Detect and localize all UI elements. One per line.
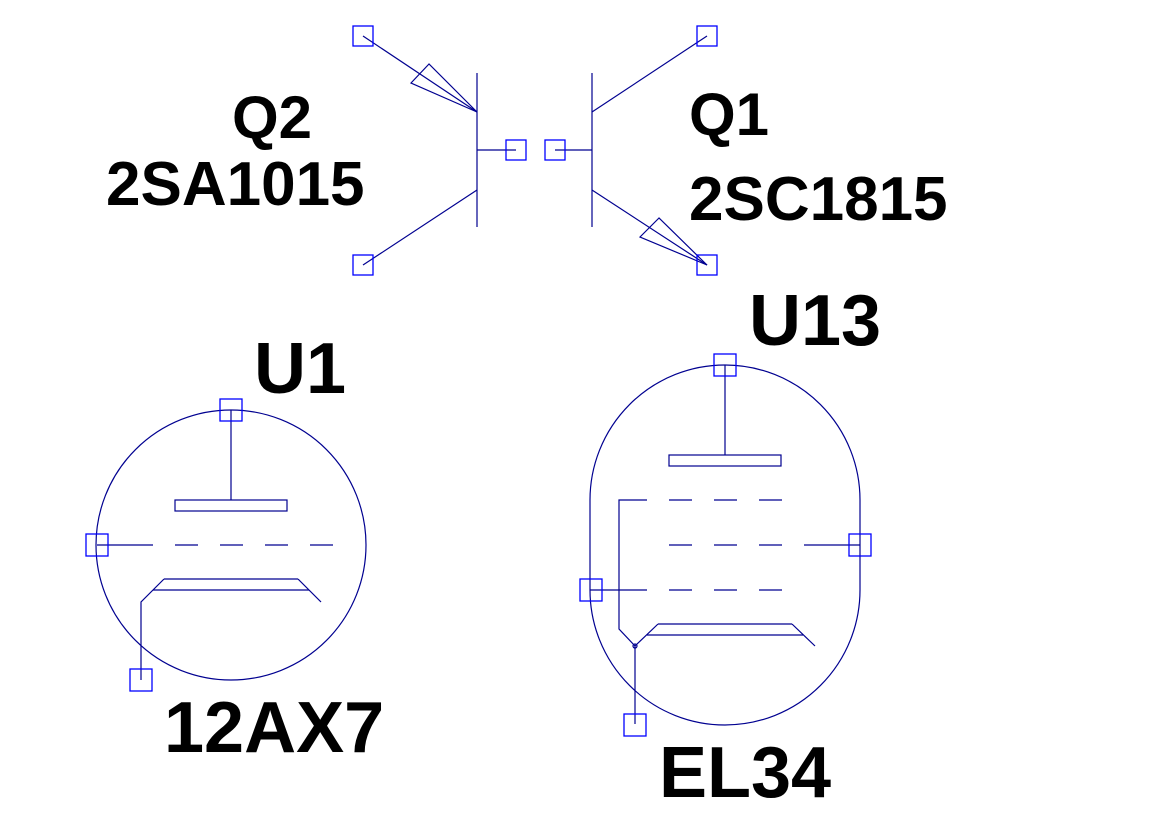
q2-value-label: 2SA1015 bbox=[106, 150, 365, 219]
q2-collector-pin[interactable] bbox=[352, 254, 374, 276]
u13-ref-label: U13 bbox=[749, 281, 881, 361]
q1-ref-label: Q1 bbox=[689, 81, 769, 148]
q1-emitter-arrow-icon bbox=[638, 217, 708, 266]
u1-plate bbox=[174, 499, 288, 512]
u1-plate-pin[interactable] bbox=[219, 398, 243, 422]
u1-cathode bbox=[140, 578, 322, 680]
q1-value-label: 2SC1815 bbox=[689, 165, 948, 234]
u13-cathode bbox=[632, 623, 816, 724]
q1-collector-pin[interactable] bbox=[696, 25, 718, 47]
u1-value-label: 12AX7 bbox=[164, 688, 384, 768]
u13-cathode-pin[interactable] bbox=[623, 713, 647, 737]
q2-emitter-arrow-icon bbox=[409, 63, 478, 113]
transistor-q1[interactable] bbox=[544, 25, 718, 276]
q2-ref-label: Q2 bbox=[232, 84, 312, 151]
tube-u13[interactable] bbox=[579, 353, 872, 737]
tube-u1[interactable] bbox=[85, 398, 367, 692]
u13-junction-dot bbox=[632, 643, 638, 649]
q2-base-pin[interactable] bbox=[505, 139, 527, 161]
q1-emitter-pin[interactable] bbox=[696, 254, 718, 276]
u13-envelope bbox=[589, 364, 861, 726]
u13-suppressor-grid bbox=[618, 499, 782, 647]
u13-value-label: EL34 bbox=[659, 733, 831, 813]
u1-ref-label: U1 bbox=[254, 329, 346, 409]
u13-grid-pin[interactable] bbox=[579, 578, 603, 602]
q1-base-pin[interactable] bbox=[544, 139, 566, 161]
q2-emitter-pin[interactable] bbox=[352, 25, 374, 47]
transistor-q2[interactable] bbox=[352, 25, 527, 276]
u13-plate bbox=[668, 454, 782, 467]
q1-collector-lead bbox=[591, 35, 708, 113]
u1-grid-pin[interactable] bbox=[85, 533, 109, 557]
u13-screen-pin[interactable] bbox=[848, 533, 872, 557]
u13-plate-pin[interactable] bbox=[713, 353, 737, 377]
u1-cathode-pin[interactable] bbox=[129, 668, 153, 692]
q2-collector-lead bbox=[362, 189, 478, 266]
